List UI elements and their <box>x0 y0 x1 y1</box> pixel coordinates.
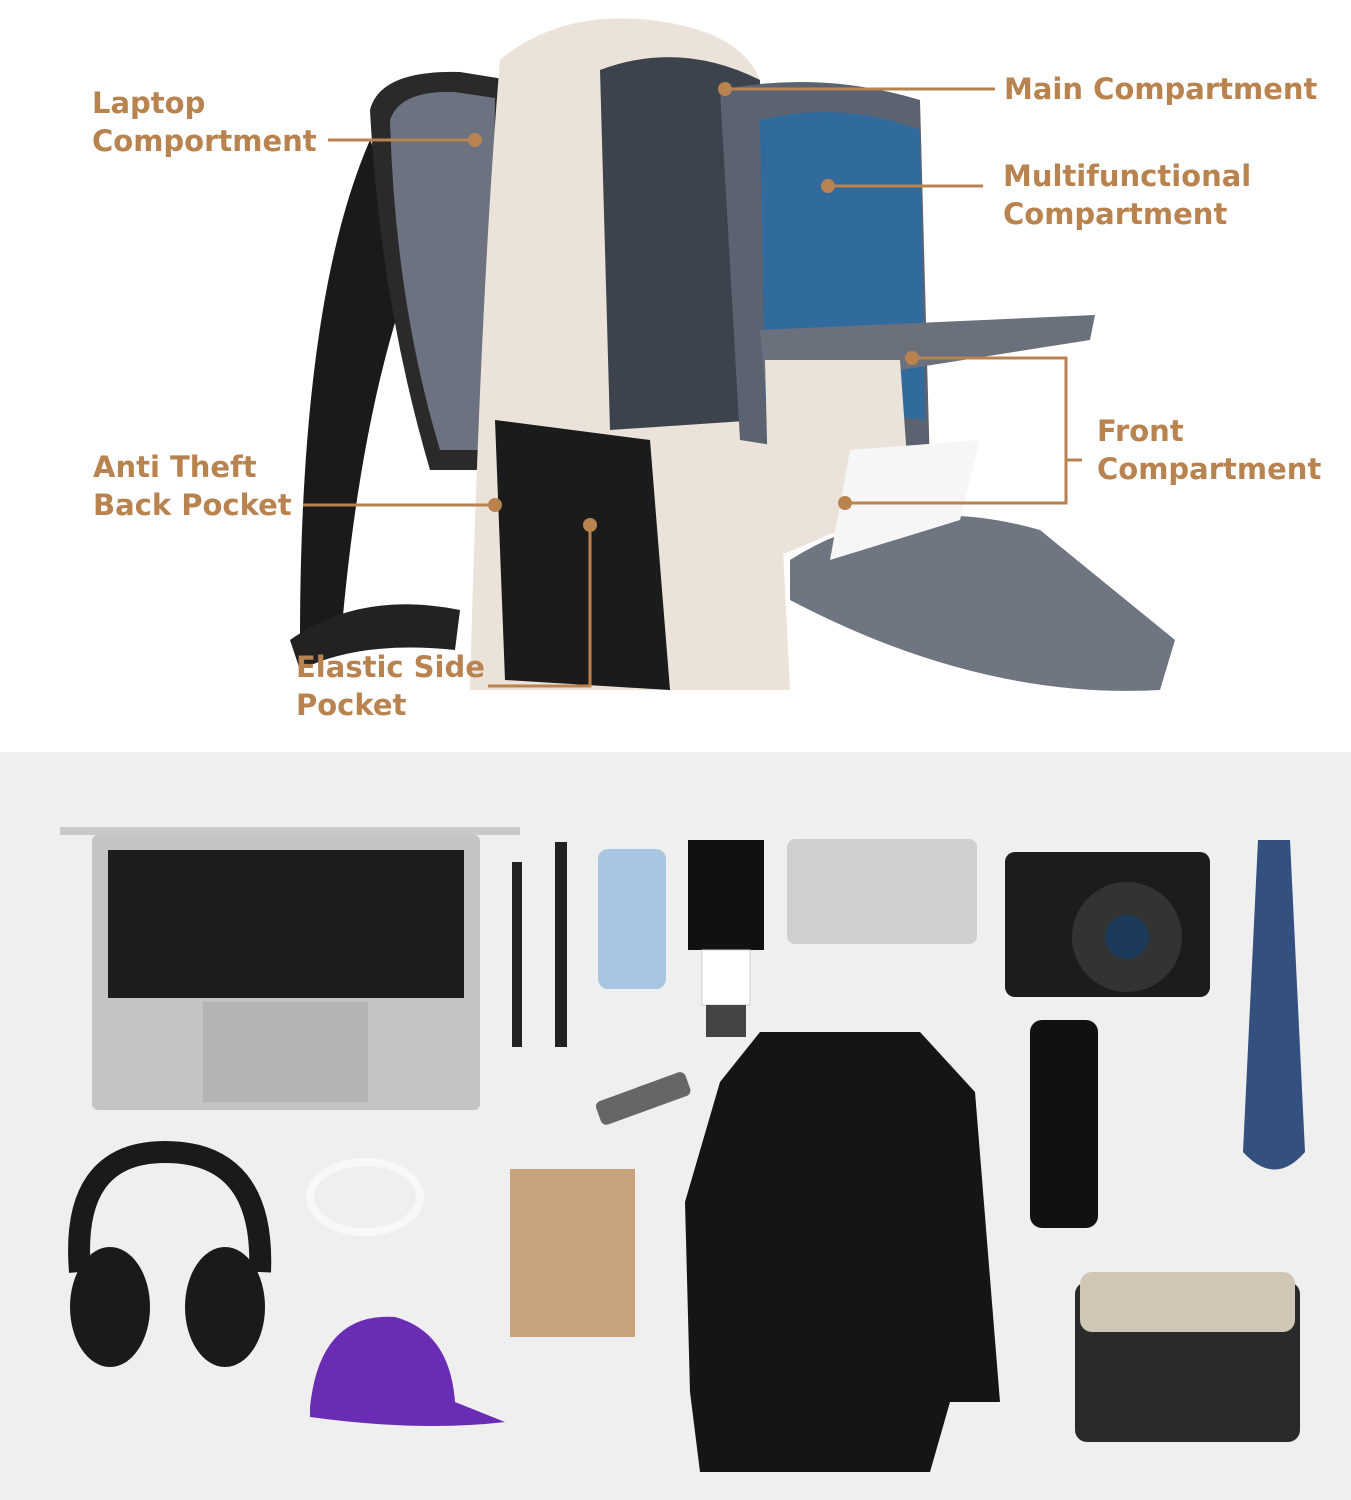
camera-image <box>1005 852 1210 997</box>
items-panel <box>0 752 1351 1500</box>
pens-image <box>512 842 567 1047</box>
phone-image <box>598 849 666 989</box>
cable-image <box>306 1158 424 1236</box>
umbrella-image <box>1243 840 1305 1170</box>
tube-image <box>688 840 764 1037</box>
power-bank-image <box>787 839 977 944</box>
items-illustration <box>60 827 1305 1472</box>
bottle-image <box>1030 1020 1098 1228</box>
folded-pants-image <box>1075 1272 1300 1442</box>
usb-hub-image <box>595 1072 691 1125</box>
backpack-illustration <box>290 18 1175 691</box>
laptop-image <box>60 827 520 1110</box>
headphones-image <box>68 1140 272 1273</box>
leather-jacket-image <box>685 1032 1000 1472</box>
notebook-image <box>510 1169 635 1337</box>
label-main-compartment: Main Compartment <box>1004 72 1318 106</box>
cap-image <box>310 1316 505 1426</box>
